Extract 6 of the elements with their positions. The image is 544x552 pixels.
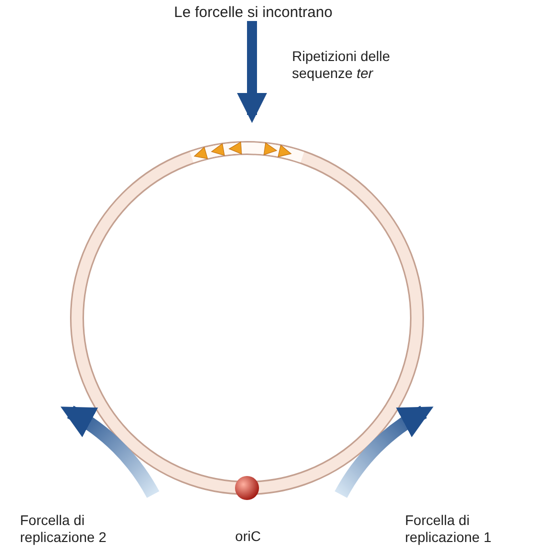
arrow [237, 21, 267, 123]
fork-label: Forcella di replicazione 2 [20, 512, 108, 546]
origin-label: oriC [234, 528, 262, 545]
heading-label: Le forcelle si incontrano [174, 4, 332, 21]
fork-label: Forcella di replicazione 1 [405, 512, 492, 546]
annotation-label: Ripetizioni delle sequenze ter [292, 48, 392, 82]
